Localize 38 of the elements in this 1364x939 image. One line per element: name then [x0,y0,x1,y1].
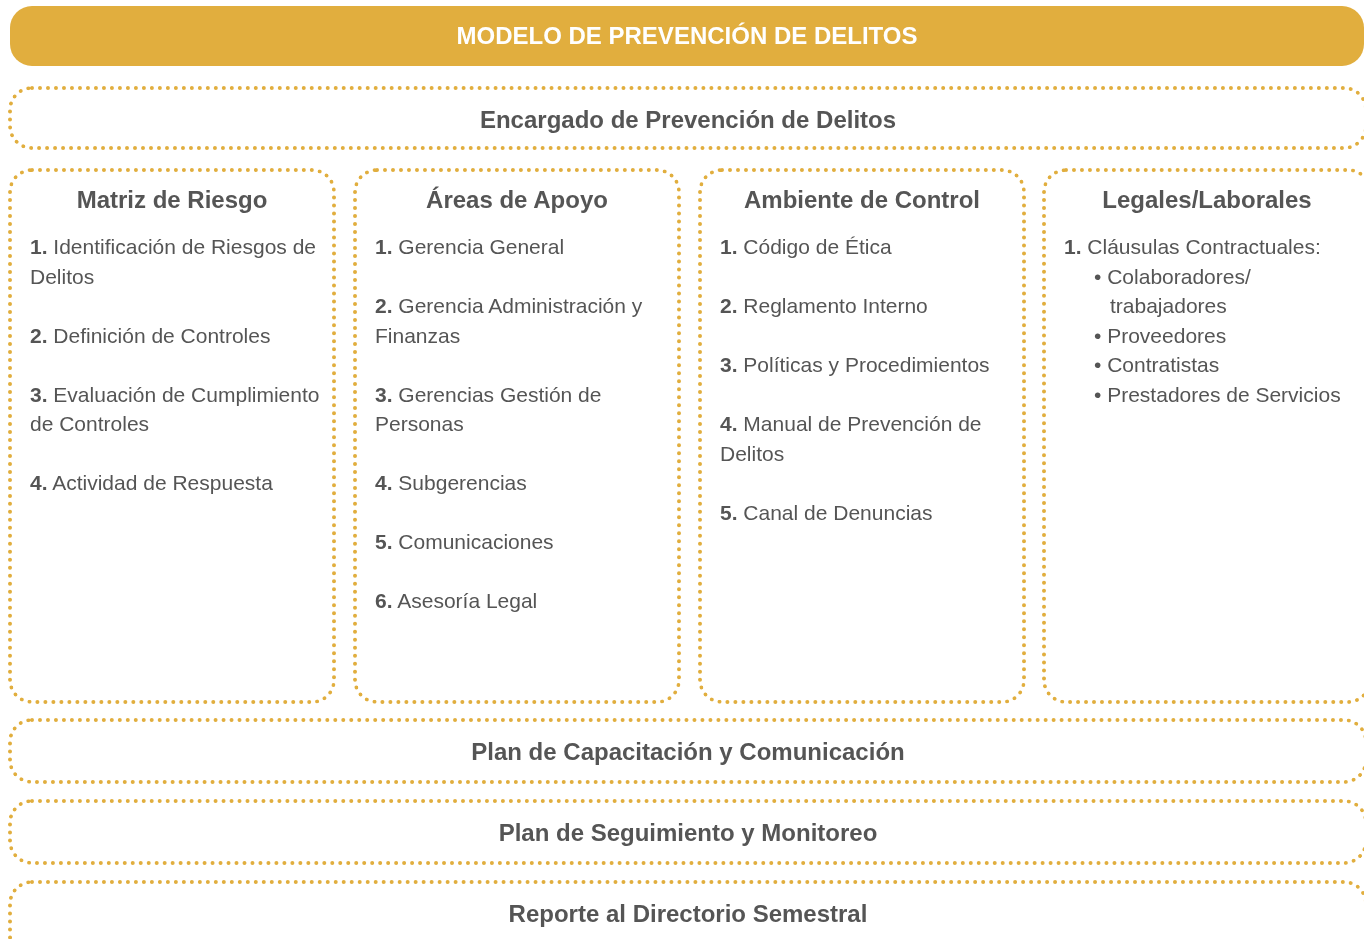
dotted-panel [8,168,336,704]
band-heading: Reporte al Directorio Semestral [508,899,868,929]
list-item: 4. Manual de Prevención de Delitos [720,411,983,467]
band-heading: Plan de Seguimiento y Monitoreo [498,818,878,848]
panel-heading: Matriz de Riesgo [75,185,269,215]
list-item: 2. Reglamento Interno [720,293,929,319]
dotted-band [8,86,1364,150]
list-item: 3. Gerencias Gestión de Personas [375,381,603,437]
dotted-panel [1042,168,1364,704]
list-item: • Proveedores [1093,322,1228,349]
list-item: 2. Gerencia Administración y Finanzas [375,293,644,349]
list-item: • Prestadores de Servicios [1093,381,1342,408]
dotted-band [8,880,1364,939]
title-banner [10,6,1364,66]
list-item: 3. Evaluación de Cumplimiento de Controles [30,381,321,437]
panel-heading: Ambiente de Control [743,185,981,215]
list-item: • Contratistas [1093,352,1221,378]
band-heading: Encargado de Prevención de Delitos [479,105,897,135]
list-item: 3. Políticas y Procedimientos [720,352,991,378]
panel-heading: Legales/Laborales [1101,185,1313,215]
panel-heading: Áreas de Apoyo [425,185,609,215]
list-item: 1. Código de Ética [720,234,893,260]
list-item: 2. Definición de Controles [30,322,272,349]
list-item: 5. Canal de Denuncias [720,499,934,526]
list-item: 1. Cláusulas Contractuales: [1064,234,1322,260]
list-item: 5. Comunicaciones [375,529,555,555]
title-text: MODELO DE PREVENCIÓN DE DELITOS [456,21,918,51]
dotted-panel [698,168,1026,704]
list-item: • Colaboradores/ trabajadores [1093,263,1252,319]
list-item: 4. Subgerencias [375,470,528,496]
list-item: 6. Asesoría Legal [375,588,539,614]
dotted-panel [353,168,681,704]
list-item: 1. Identificación de Riesgos de Delitos [30,234,317,290]
list-item: 1. Gerencia General [375,234,566,260]
dotted-band [8,718,1364,784]
dotted-band [8,799,1364,865]
band-heading: Plan de Capacitación y Comunicación [471,737,905,767]
list-item: 4. Actividad de Respuesta [30,470,274,496]
